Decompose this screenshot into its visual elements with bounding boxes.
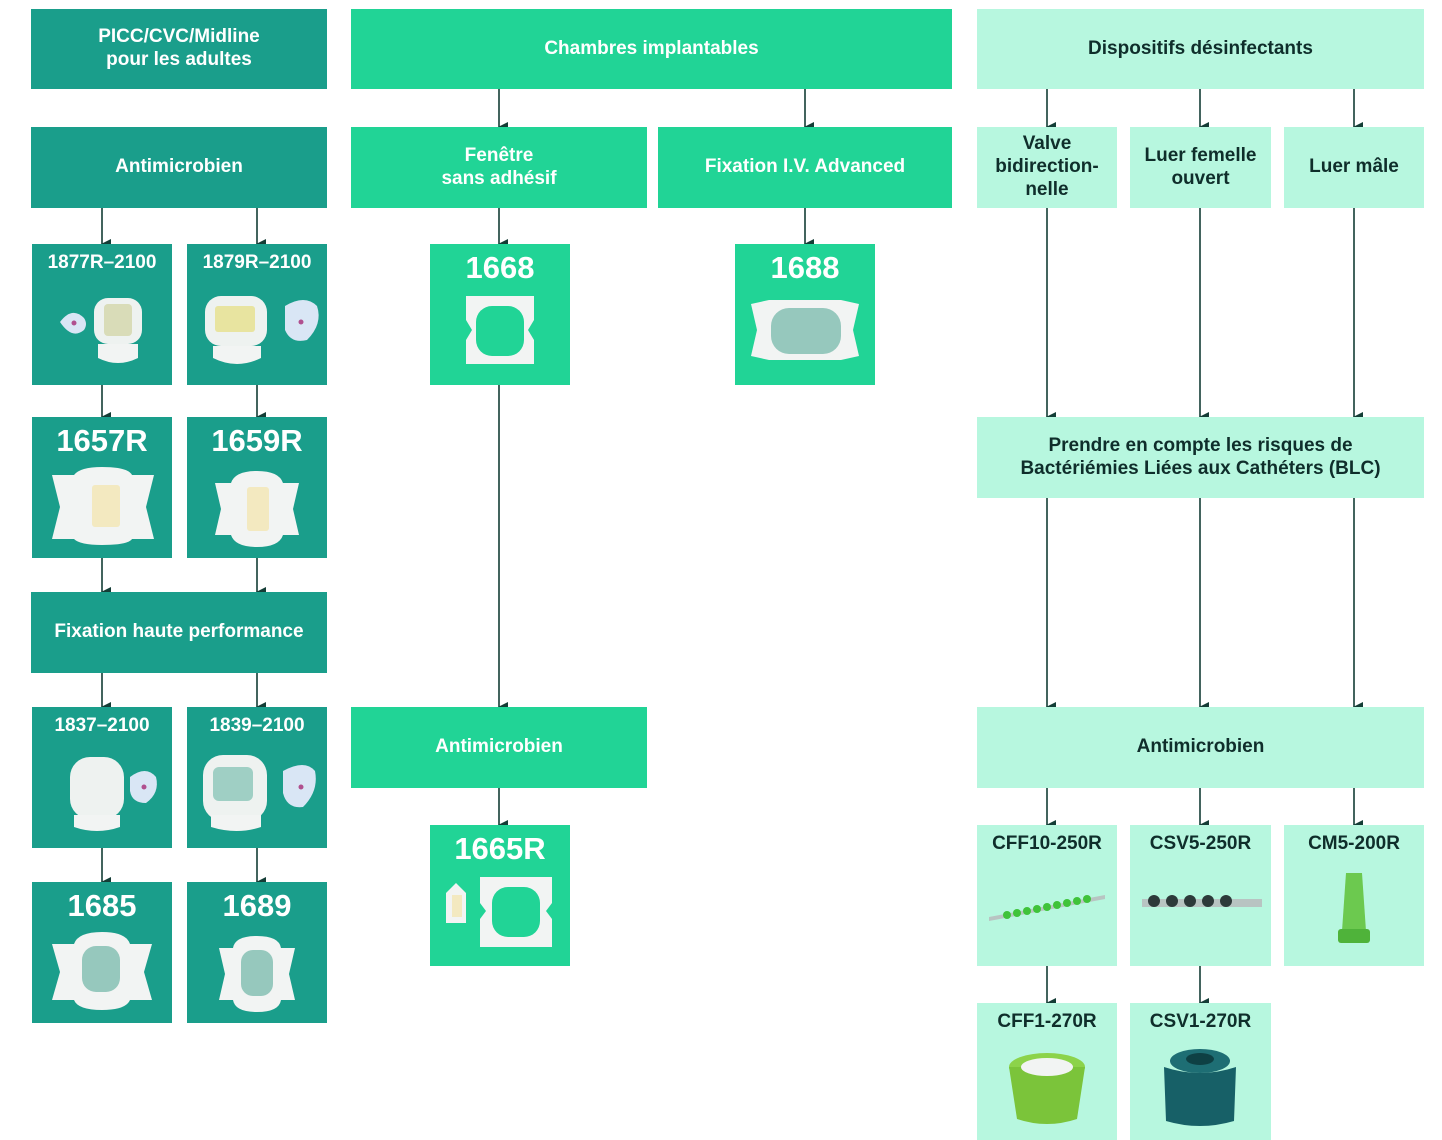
- product-card-1665r: 1665R: [430, 825, 570, 966]
- category-risques-blc: Prendre en compte les risques de Bactéri…: [977, 417, 1424, 498]
- product-code: 1688: [770, 250, 840, 285]
- category-label: Luer femelle ouvert: [1144, 144, 1257, 189]
- dressing-image: [70, 757, 157, 831]
- cap-image: [1338, 873, 1370, 943]
- header-label: Dispositifs désinfectants: [1088, 37, 1313, 59]
- dressing-image: [751, 300, 859, 360]
- cap-image: [1164, 1049, 1236, 1126]
- product-code: 1668: [465, 250, 535, 285]
- category-label: Valve bidirection- nelle: [995, 133, 1099, 200]
- category-label: Fixation I.V. Advanced: [704, 156, 906, 178]
- product-card-1877r-2100: 1877R–2100: [32, 244, 172, 385]
- category-luer-male: Luer mâle: [1284, 127, 1424, 208]
- product-card-1839-2100: 1839–2100: [187, 707, 327, 848]
- category-antimicrobien-col3: Antimicrobien: [977, 707, 1424, 788]
- dressing-image: [466, 296, 534, 364]
- product-card-1688: 1688: [735, 244, 875, 385]
- dressing-image: [219, 936, 295, 1012]
- dressing-image: [52, 467, 154, 545]
- header-picc-cvc-midline: PICC/CVC/Midline pour les adultes: [31, 9, 327, 89]
- product-card-1689: 1689: [187, 882, 327, 1023]
- header-picc-label: PICC/CVC/Midline pour les adultes: [98, 26, 260, 70]
- product-code: 1837–2100: [54, 715, 150, 736]
- dressing-image: [205, 296, 319, 364]
- category-fenetre-sans-adhesif: Fenêtre sans adhésif: [351, 127, 647, 208]
- product-code: 1689: [222, 888, 292, 923]
- category-label: Prendre en compte les risques de Bactéri…: [1020, 434, 1381, 479]
- dressing-image: [52, 932, 152, 1010]
- product-code: CFF1-270R: [997, 1011, 1097, 1032]
- product-card-cff1-270r: CFF1-270R: [977, 1003, 1117, 1140]
- category-label: Antimicrobien: [435, 736, 563, 758]
- category-antimicrobien-col1: Antimicrobien: [31, 127, 327, 208]
- product-code: CSV5-250R: [1149, 833, 1252, 854]
- dressing-image: [446, 877, 552, 947]
- product-code: CFF10-250R: [992, 833, 1102, 854]
- product-code: 1685: [67, 888, 137, 923]
- category-luer-femelle-ouvert: Luer femelle ouvert: [1130, 127, 1271, 208]
- category-label: Antimicrobien: [115, 156, 243, 178]
- product-card-csv1-270r: CSV1-270R: [1130, 1003, 1271, 1140]
- header-chambres-implantables: Chambres implantables: [351, 9, 952, 89]
- product-code: 1879R–2100: [202, 252, 312, 273]
- category-antimicrobien-col2: Antimicrobien: [351, 707, 647, 788]
- category-valve-bidirectionnelle: Valve bidirection- nelle: [977, 127, 1117, 208]
- product-card-1668: 1668: [430, 244, 570, 385]
- product-card-1659r: 1659R: [187, 417, 327, 558]
- category-fixation-haute-performance: Fixation haute performance: [31, 592, 327, 673]
- product-card-cff10-250r: CFF10-250R: [977, 825, 1117, 966]
- product-code: 1665R: [454, 831, 546, 866]
- dressing-image: [203, 755, 316, 831]
- dressing-image: [60, 298, 142, 363]
- header-dispositifs-desinfectants: Dispositifs désinfectants: [977, 9, 1424, 89]
- product-code: 1877R–2100: [47, 252, 157, 273]
- product-code: CM5-200R: [1308, 833, 1400, 854]
- header-label: Chambres implantables: [544, 37, 759, 59]
- product-card-1657r: 1657R: [32, 417, 172, 558]
- product-card-cm5-200r: CM5-200R: [1284, 825, 1424, 966]
- category-label: Luer mâle: [1309, 156, 1399, 178]
- product-code: 1839–2100: [209, 715, 305, 736]
- product-card-1685: 1685: [32, 882, 172, 1023]
- product-card-1879r-2100: 1879R–2100: [187, 244, 327, 385]
- category-label: Fenêtre sans adhésif: [441, 144, 557, 189]
- cap-strip-image: [989, 895, 1105, 921]
- dressing-image: [215, 471, 299, 547]
- product-code: CSV1-270R: [1149, 1011, 1252, 1032]
- product-code: 1657R: [56, 423, 148, 458]
- cap-strip-image: [1142, 895, 1262, 907]
- product-code: 1659R: [211, 423, 303, 458]
- category-label: Antimicrobien: [1136, 736, 1265, 758]
- category-fixation-iv-advanced: Fixation I.V. Advanced: [658, 127, 952, 208]
- product-card-1837-2100: 1837–2100: [32, 707, 172, 848]
- cap-image: [1009, 1053, 1085, 1124]
- category-label: Fixation haute performance: [54, 621, 304, 643]
- product-card-csv5-250r: CSV5-250R: [1130, 825, 1271, 966]
